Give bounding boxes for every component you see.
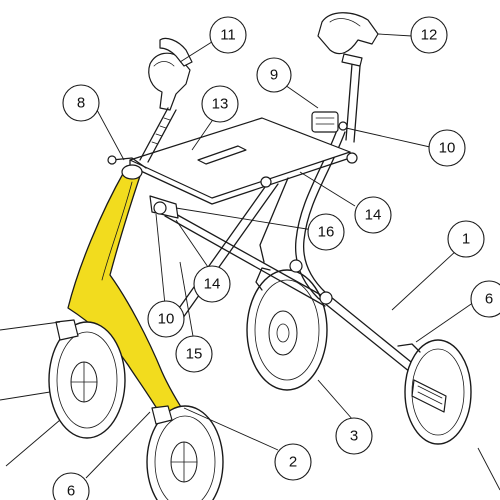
brake-linkage xyxy=(107,155,179,219)
callout-9: 9 xyxy=(256,57,292,93)
front-left-wheel xyxy=(48,319,126,439)
callouts: 11 12 9 8 13 10 14 16 xyxy=(52,16,500,500)
callout-3: 3 xyxy=(335,417,373,455)
callout-14-center-label: 14 xyxy=(204,276,221,293)
callout-6-right-label: 6 xyxy=(485,291,493,308)
callout-15: 15 xyxy=(175,335,213,373)
callout-11: 11 xyxy=(209,16,247,54)
callout-8: 8 xyxy=(62,84,100,122)
callout-15-label: 15 xyxy=(186,346,203,363)
callout-11-label: 11 xyxy=(220,27,236,44)
callout-1-label: 1 xyxy=(462,231,470,248)
callout-10-center: 10 xyxy=(147,300,185,338)
callout-10-right-label: 10 xyxy=(439,140,456,157)
callout-12: 12 xyxy=(410,16,448,54)
height-adjuster xyxy=(311,111,348,133)
leader-lines xyxy=(0,33,500,491)
callout-10-center-label: 10 xyxy=(158,311,175,328)
rear-right-wheel xyxy=(246,267,328,391)
callout-13: 13 xyxy=(201,85,239,123)
left-handle-grip xyxy=(148,37,193,111)
callout-2: 2 xyxy=(274,443,312,481)
callout-6-bottom-label: 6 xyxy=(67,483,75,500)
right-handle-grip xyxy=(317,12,379,67)
front-right-wheel xyxy=(146,405,224,500)
seat-board xyxy=(129,117,358,205)
callout-10-right: 10 xyxy=(428,129,466,167)
callout-6-bottom: 6 xyxy=(52,472,90,500)
callout-6-right: 6 xyxy=(470,280,500,318)
callout-8-label: 8 xyxy=(77,95,85,112)
callout-16: 16 xyxy=(307,213,345,251)
callout-12-label: 12 xyxy=(421,27,438,44)
rear-wheel-assembly xyxy=(397,339,472,445)
callout-14-center: 14 xyxy=(193,265,231,303)
callout-14-right: 14 xyxy=(354,196,392,234)
left-upright xyxy=(139,107,177,163)
callout-9-label: 9 xyxy=(270,67,278,84)
callout-1: 1 xyxy=(447,220,485,258)
callout-3-label: 3 xyxy=(350,428,358,445)
callout-13-label: 13 xyxy=(212,96,229,113)
front-frame-highlighted xyxy=(67,164,185,421)
callout-14-right-label: 14 xyxy=(365,207,382,224)
cross-braces xyxy=(164,176,333,323)
callout-2-label: 2 xyxy=(289,454,297,471)
callout-16-label: 16 xyxy=(318,224,335,241)
